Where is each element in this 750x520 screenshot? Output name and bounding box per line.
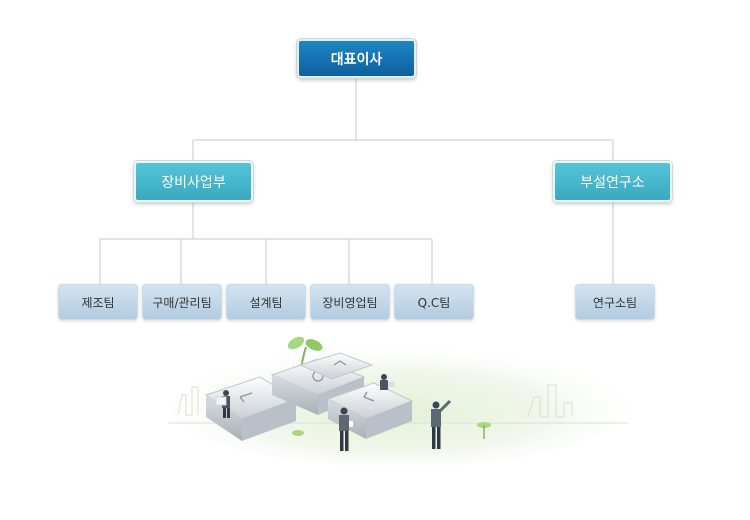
businessman-pointing-icon: [431, 399, 452, 449]
research-team-label: 연구소팀: [592, 295, 638, 310]
manufacturing-team-node[interactable]: 제조팀: [58, 284, 138, 320]
qc-team-label: Q.C팀: [417, 295, 451, 310]
key-back: [298, 352, 374, 380]
businessman-with-laptop-icon: [380, 374, 395, 390]
ceo-label: 대표이사: [330, 51, 383, 68]
equipment-division-node[interactable]: 장비사업부: [134, 161, 253, 202]
qc-team-node[interactable]: Q.C팀: [394, 284, 474, 320]
ceo-node[interactable]: 대표이사: [297, 39, 416, 78]
equipment-sales-team-label: 장비영업팀: [322, 295, 378, 310]
design-team-label: 설계팀: [249, 295, 283, 310]
equipment-division-label: 장비사업부: [161, 174, 226, 191]
plant-icon: [292, 422, 491, 439]
businessman-reading-icon: [215, 390, 230, 418]
design-team-node[interactable]: 설계팀: [226, 284, 306, 320]
equipment-sales-team-node[interactable]: 장비영업팀: [310, 284, 390, 320]
purchasing-management-team-label: 구매/관리팀: [152, 295, 212, 310]
research-lab-node[interactable]: 부설연구소: [553, 161, 672, 202]
keyboard-keys: [204, 352, 414, 441]
manufacturing-team-label: 제조팀: [81, 295, 115, 310]
purchasing-management-team-node[interactable]: 구매/관리팀: [142, 284, 222, 320]
research-lab-label: 부설연구소: [580, 174, 645, 191]
businessman-standing-icon: [339, 407, 353, 451]
research-team-node[interactable]: 연구소팀: [575, 284, 655, 320]
keyboard-keys-with-businesspeople-illustration: [168, 336, 628, 465]
